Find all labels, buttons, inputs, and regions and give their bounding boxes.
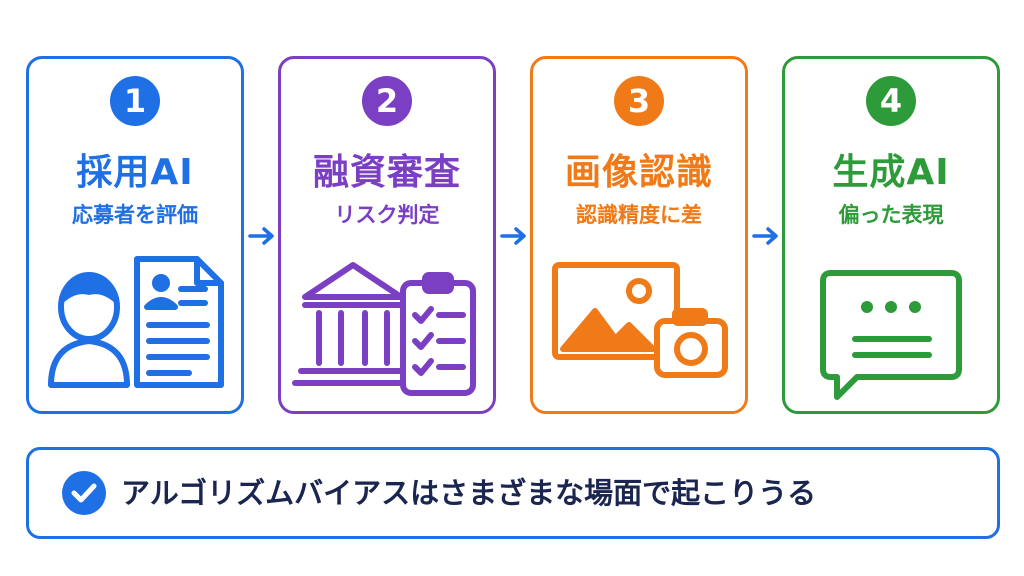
- arrow-right-icon: [752, 227, 778, 245]
- step-subtitle: 偏った表現: [838, 203, 944, 227]
- step-title: 画像認識: [564, 152, 713, 193]
- bank-clipboard-icon: [292, 262, 476, 396]
- step-title: 融資審査: [312, 152, 461, 193]
- step-subtitle: 認識精度に差: [576, 203, 702, 227]
- step-card-loan: 2 融資審査 リスク判定: [278, 56, 496, 414]
- photo-camera-icon: [552, 262, 728, 378]
- summary-banner: アルゴリズムバイアスはさまざまな場面で起こりうる: [26, 447, 1000, 539]
- step-subtitle: 応募者を評価: [72, 203, 198, 227]
- step-subtitle: リスク判定: [334, 203, 440, 227]
- step-number-badge: 2: [362, 76, 412, 126]
- check-circle-icon: [62, 471, 106, 515]
- step-title: 採用AI: [76, 152, 194, 193]
- chat-bubble-icon: [820, 270, 962, 400]
- resume-person-icon: [48, 256, 224, 388]
- summary-text: アルゴリズムバイアスはさまざまな場面で起こりうる: [121, 476, 817, 510]
- step-card-hiring: 1 採用AI 応募者を評価: [26, 56, 244, 414]
- arrow-right-icon: [248, 227, 274, 245]
- step-card-generative-ai: 4 生成AI 偏った表現: [782, 56, 1000, 414]
- step-number-badge: 3: [614, 76, 664, 126]
- arrow-right-icon: [500, 227, 526, 245]
- step-number-badge: 4: [866, 76, 916, 126]
- step-number-badge: 1: [110, 76, 160, 126]
- step-title: 生成AI: [832, 152, 950, 193]
- step-card-image-recognition: 3 画像認識 認識精度に差: [530, 56, 748, 414]
